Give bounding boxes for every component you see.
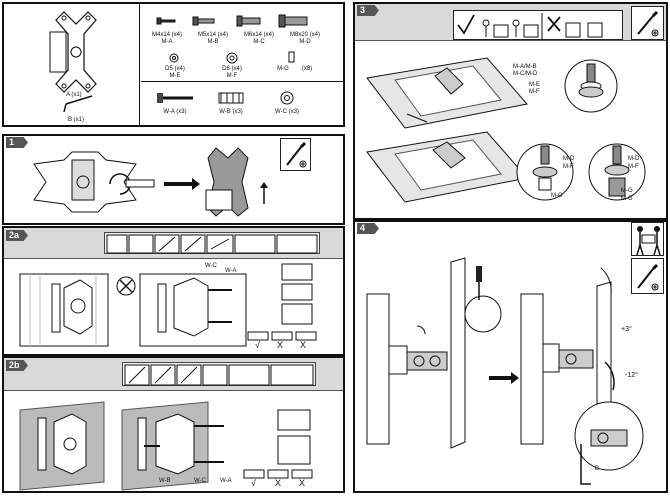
spacer-mg-code: M-G (277, 66, 289, 72)
step-4-panel: 4 +3° -12° B (353, 220, 668, 493)
step-3-label-mf-3: M-F (628, 164, 639, 170)
wall-part-wc-label: W-C (x3) (275, 109, 299, 115)
step-2a-wa-label: W-A (225, 268, 237, 274)
screw-mb-size: M5x14 (x4) (197, 32, 228, 38)
step-2b-panel: 2b W-B W-C W-A √ X X (2, 356, 345, 493)
step-2b-wa-label: W-A (220, 478, 232, 484)
step-3-panel: 3 M-A/M-B M- (353, 2, 668, 220)
screw-mc-code: M-C (253, 39, 265, 45)
step-2b-ok-mark: √ (251, 478, 256, 488)
step-2b-x-mark-1: X (275, 478, 282, 488)
step-4-illustration (366, 257, 644, 485)
step-3-label-ma-mb: M-A/M-B (513, 64, 537, 70)
drill-tools-strip-2b (122, 362, 316, 386)
washer-mf-code: M-F (226, 73, 238, 79)
screw-mc-size: M6x14 (x4) (243, 32, 274, 38)
step-3-label-md-3: M-D (628, 156, 640, 162)
wall-anchor-icons (157, 91, 294, 105)
drill-tools-strip-2a (104, 232, 320, 254)
step-3-label-md-2: M-D (563, 156, 575, 162)
step-2a-illustration (19, 263, 317, 347)
washer-me-code: M-E (169, 73, 181, 79)
tilt-up-label: +3° (621, 326, 632, 333)
correct-screw-usage-icon (453, 10, 623, 40)
screwdriver-tool-icon-4 (631, 258, 664, 294)
two-person-lift-icon (631, 222, 664, 256)
hex-key-b-label: B (x1) (68, 117, 85, 123)
step-1-number: 1 (6, 137, 28, 148)
washer-me-size: D5 (x4) (165, 66, 185, 72)
washer-mf-size: D8 (x4) (222, 66, 242, 72)
step-2b-wc-label: W-C (194, 478, 206, 484)
tilt-down-label: -12° (625, 372, 638, 379)
screw-md-code: M-D (299, 39, 311, 45)
step-2b-x-mark-2: X (299, 478, 306, 488)
wall-part-wb-label: W-B (x3) (219, 109, 243, 115)
step-2a-x-mark-2: X (300, 340, 307, 350)
screws-cell: M4x14 (x4) M-A M5x14 (x4) M-B M6x14 (x4)… (141, 4, 345, 82)
step-3-label-mc-md: M-C/M-D (513, 71, 538, 77)
step-3-label-mf: M-F (529, 89, 540, 95)
mount-a-cell: A (x1) B (x1) (4, 4, 140, 125)
step-2b-illustration (19, 401, 313, 491)
spacer-mg-size: (x8) (301, 66, 313, 72)
step-3-illustration (366, 57, 646, 203)
step-3-label-mg-3a: M-G (621, 188, 633, 194)
screw-ma-size: M4x14 (x4) (151, 32, 182, 38)
step-2a-number: 2a (6, 230, 28, 241)
step-2a-ok-mark: √ (255, 340, 260, 350)
step-2a-wc-label: W-C (205, 263, 217, 269)
step-2b-wb-label: W-B (159, 478, 171, 484)
step-2b-number: 2b (6, 360, 28, 371)
screwdriver-tool-icon-3 (631, 6, 664, 40)
step-3-label-mg-3b: M-G (621, 196, 633, 202)
screw-ma-code: M-A (161, 39, 173, 45)
step-2a-x-mark-1: X (277, 340, 284, 350)
wall-mount-plate-icon (49, 11, 97, 113)
screw-md-size: M8x20 (x4) (289, 32, 320, 38)
parts-panel: A (x1) B (x1) M4x14 (x4) M-A M5x14 (x4) … (2, 2, 345, 127)
step-1-panel: 1 (2, 134, 345, 225)
step-1-illustration (33, 147, 268, 217)
step-3-label-mf-2: M-F (563, 164, 574, 170)
step-4-number: 4 (357, 223, 379, 234)
wall-part-wa-label: W-A (x3) (163, 109, 187, 115)
screwdriver-tool-icon (280, 138, 311, 171)
step-3-label-me: M-E (529, 82, 540, 88)
hex-key-b-callout: B (595, 466, 600, 472)
screw-icons (156, 14, 308, 64)
step-2a-panel: 2a W-C W-A √ X X (2, 226, 345, 356)
step-3-label-mg-2: M-G (551, 193, 563, 199)
mount-a-label: A (x1) (66, 92, 82, 98)
wall-parts-cell: W-A (x3) W-B (x3) W-C (x3) (141, 83, 345, 125)
step-3-number: 3 (357, 5, 379, 16)
screw-mb-code: M-B (207, 39, 219, 45)
